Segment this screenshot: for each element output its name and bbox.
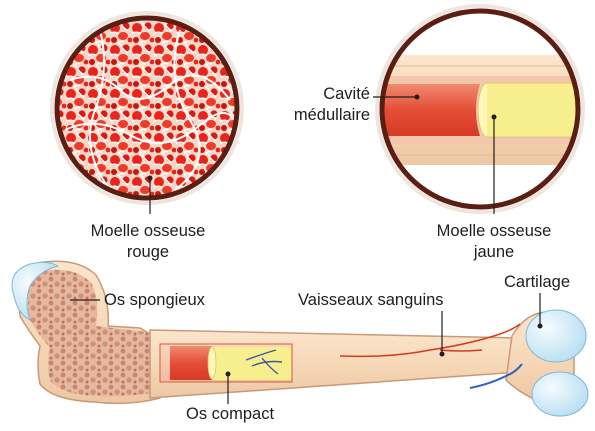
label-cartilage: Cartilage: [504, 272, 570, 293]
yellow-marrow-magnifier: [373, 6, 587, 214]
label-cavity-line1: Cavité: [270, 84, 370, 105]
label-medullary-cavity: Cavité médullaire: [270, 84, 370, 126]
compact-bone-dot: [226, 372, 231, 377]
vessel-dot: [440, 352, 445, 357]
label-yellow-marrow-line2: jaune: [404, 242, 584, 263]
label-red-marrow-line1: Moelle osseuse: [60, 221, 236, 242]
cavity-dot: [415, 95, 420, 100]
label-yellow-marrow-line1: Moelle osseuse: [404, 221, 584, 242]
red-marrow-magnifier: [52, 13, 242, 214]
red-marrow-dot: [148, 176, 153, 181]
label-yellow-marrow: Moelle osseuse jaune: [404, 221, 584, 263]
label-cavity-line2: médullaire: [270, 105, 370, 126]
yellow-marrow-dot: [492, 115, 497, 120]
cartilage-dot: [538, 324, 543, 329]
label-red-marrow-line2: rouge: [60, 242, 236, 263]
label-red-marrow: Moelle osseuse rouge: [60, 221, 236, 263]
label-spongy-bone: Os spongieux: [104, 290, 205, 311]
femur-bone: [12, 261, 588, 416]
label-blood-vessels: Vaisseaux sanguins: [298, 290, 444, 311]
label-compact-bone: Os compact: [186, 404, 274, 425]
